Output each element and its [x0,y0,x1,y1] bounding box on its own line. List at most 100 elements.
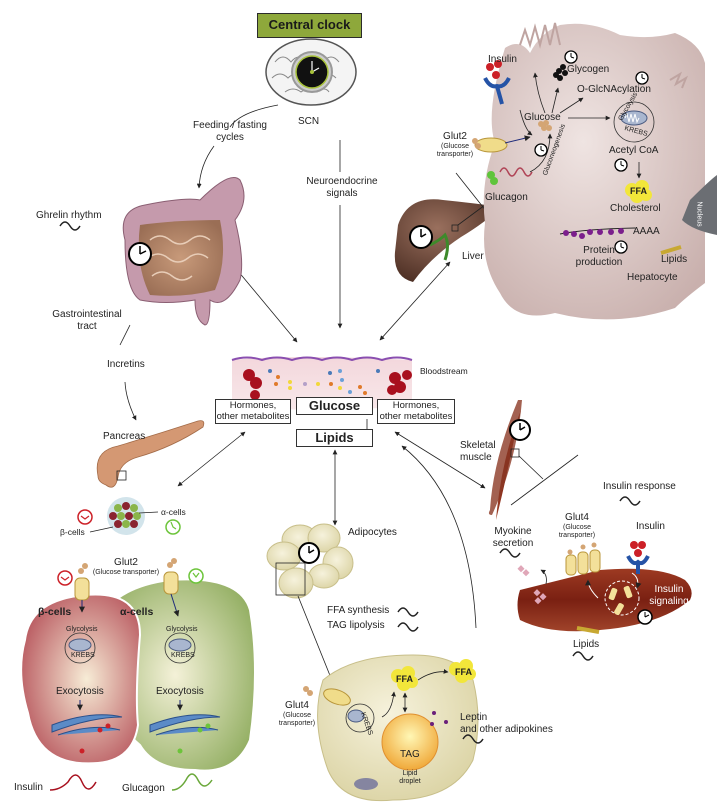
released-ffa-icon [449,659,476,683]
tag-label: TAG [400,749,420,760]
arrow-pancreas-blood [177,431,246,487]
hepatocyte-label: Hepatocyte [627,272,678,283]
hepatocyte-cell [483,22,717,320]
glut2-sub-2: transporter) [436,151,474,158]
beta-cells-label: β-cells [60,527,85,537]
ghrelin-rhythm-label: Ghrelin rhythm [36,210,102,221]
pancreas-illustration [96,420,205,488]
tag-lipolysis-wave-icon [397,622,419,632]
feeding-line-2: cycles [216,132,244,143]
hormones-left-box: Hormones, other metabolites [215,399,291,424]
leptin-line-2: and other adipokines [460,724,553,735]
arrow-muscle-blood [394,431,486,489]
muscle-clock-small-icon [637,609,653,625]
hepatocyte-glucose-molecules-icon [538,120,552,131]
glucagon-secretion-wave-icon [171,773,213,791]
glucose-box: Glucose [296,397,373,415]
central-clock-icon [291,51,333,93]
hepatocyte-glut2-transporter-icon [472,137,508,153]
alpha-exocytosis-label: Exocytosis [156,686,204,697]
insulin-secretion-wave-icon [49,774,97,791]
bloodstream-illustration [231,356,413,410]
nucleus-label: Nucleus [695,201,703,227]
adipocyte-glut4-transporter-icon [303,686,351,706]
feeding-line-1: Feeding / fasting [193,120,267,131]
alpha-cells-title: α-cells [120,606,154,618]
hepatocyte-insulin-label: Insulin [488,54,517,65]
gi-line-2: tract [77,321,97,332]
protein-production-label: Protein production [574,245,624,269]
ffa-synthesis-label: FFA synthesis [327,605,390,616]
alpha-mitochondrion-icon [164,632,196,664]
acetyl-coa-label: Acetyl CoA [609,145,659,156]
hormones-right-box: Hormones, other metabolites [377,399,455,424]
cholesterol-label: Cholesterol [610,203,661,214]
pancreas-glut2-label: Glut2 (Glucose transporter) [88,557,164,577]
hepatocyte-clock-icons [534,50,649,254]
glycogen-icon [553,64,568,81]
beta-cell-body [20,593,142,765]
muscle-insulin-receptor-icon [626,541,650,574]
liver-clock-icon [409,225,433,249]
released-ffa-label: FFA [455,667,472,677]
arrow-feeding-down [196,145,215,189]
leptin-line-1: Leptin [460,712,488,723]
leptin-wave-icon [462,734,484,744]
adipocyte-clock-icon [298,542,320,564]
tag-lipolysis-label: TAG lipolysis [327,620,385,631]
hepatocyte-ffa-label: FFA [630,186,647,196]
beta-exocytosis-label: Exocytosis [56,686,104,697]
droplet-line-2: droplet [399,778,421,785]
glut2-title: Glut2 [443,131,467,142]
glucagon-secretion-label: Glucagon [122,783,165,794]
islet-illustration [107,497,145,535]
hormones-left-line-1: Hormones, [229,400,277,411]
alpha-krebs-label: KREBS [171,652,195,659]
alpha-cells-label: α-cells [161,507,186,517]
adipocyte-mitochondrion-icon [345,703,375,733]
signaling-line-1: Insulin [654,584,684,595]
leptin-label: Leptin and other adipokines [460,712,553,736]
muscle-glut4-transporters-icon [565,542,633,615]
beta-krebs-label: KREBS [71,652,95,659]
glycogen-label: Glycogen [567,64,610,75]
insulin-response-label: Insulin response [603,481,676,492]
adipocyte-glut4-sub-2: transporter) [278,720,316,727]
arrow-liver-blood [379,261,451,341]
hepatocyte-lipids-label: Lipids [661,254,688,265]
arrow-ffa-blood [401,445,477,629]
liver-label: Liver [462,251,484,262]
muscle-clock-icon [509,419,531,441]
myokine-diamonds-icon [517,565,547,605]
muscle-glut4-label: Glut4 (Glucose transporter) [555,512,599,540]
central-clock-title: Central clock [257,13,362,38]
adipocytes-label: Adipocytes [348,527,397,538]
muscle-line-1: Skeletal [460,440,496,451]
beta-cells-title: β-cells [38,606,72,618]
protein-line-2: production [575,257,623,268]
neuro-line-2: signals [326,188,358,199]
pancreas-glut2-transporters-icon [74,558,179,601]
pancreas-label: Pancreas [103,431,146,442]
hormones-right-line-2: other metabolites [379,411,453,422]
o-glcnacylation-label: O-GlcNAcylation [577,84,651,95]
hormones-right-line-1: Hormones, [392,400,440,411]
muscle-glut4-title: Glut4 [565,512,589,523]
feeding-fasting-label: Feeding / fasting cycles [185,120,275,144]
arrow-incretins [124,381,137,421]
ffa-synthesis-wave-icon [397,607,419,617]
hepatocyte-ffa-icon [625,180,652,203]
glucagon-label: Glucagon [485,192,528,203]
droplet-line-1: Lipid [402,770,418,777]
glucagon-receptor-icon [487,167,533,185]
arrow-incretins-top [119,324,131,346]
beta-cell-clock-icon [77,509,93,525]
liver-illustration [394,199,501,282]
neuro-line-1: Neuroendocrine [306,176,378,187]
lipids-box: Lipids [296,429,373,447]
alpha-glycolysis-label: Glycolysis [166,626,198,633]
incretins-label: Incretins [107,359,145,370]
adipocyte-glut4-title: Glut4 [285,700,309,711]
hepatocyte-glut2-label: Glut2 (Glucose transporter) [432,131,478,159]
